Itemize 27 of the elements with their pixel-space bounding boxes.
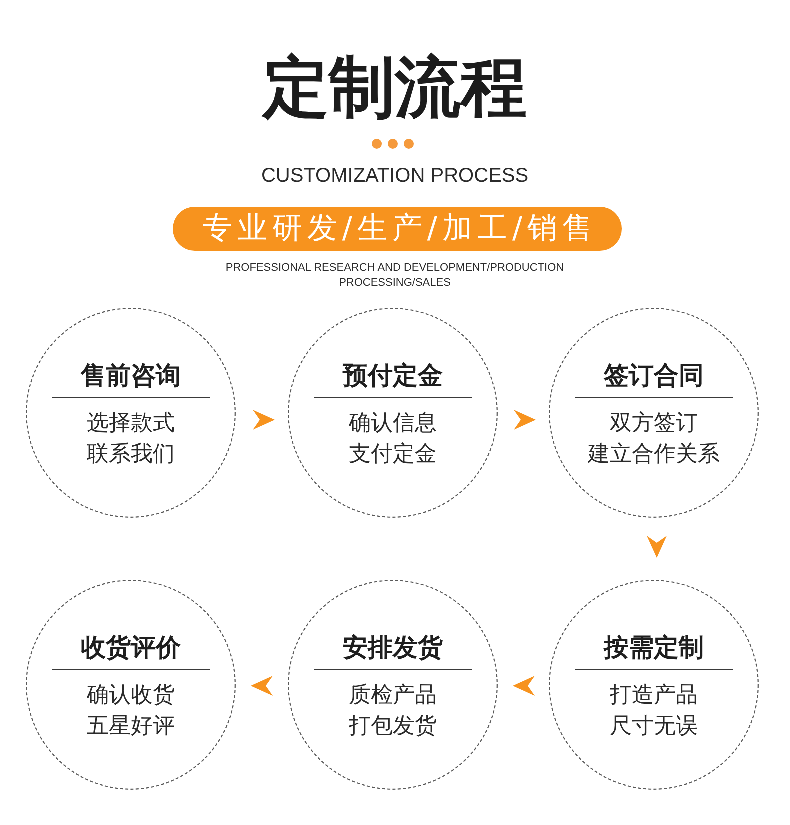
step-detail: 联系我们 — [87, 443, 175, 466]
step-heading: 售前咨询 — [81, 363, 181, 389]
step-heading: 按需定制 — [604, 635, 704, 661]
step-detail: 确认收货 — [87, 684, 175, 707]
step-detail: 打造产品 — [610, 684, 698, 707]
step-detail: 双方签订 — [610, 412, 698, 435]
step-detail: 质检产品 — [349, 684, 437, 707]
arrow — [513, 676, 535, 696]
banner: 专业研发/生产/加工/销售 — [173, 207, 622, 251]
arrow — [647, 536, 667, 558]
step-detail: 尺寸无误 — [610, 715, 698, 738]
arrow — [514, 410, 536, 430]
step-detail: 确认信息 — [349, 412, 437, 435]
step-heading: 签订合同 — [604, 363, 704, 389]
step-heading: 安排发货 — [343, 635, 443, 661]
step-detail: 选择款式 — [87, 412, 175, 435]
step-detail: 五星好评 — [87, 715, 175, 738]
arrow — [253, 410, 275, 430]
title: 定制流程 — [263, 55, 527, 121]
step-detail: 支付定金 — [349, 443, 437, 466]
step-heading: 收货评价 — [81, 635, 181, 661]
arrow — [251, 676, 273, 696]
caption-text: PROFESSIONAL RESEARCH AND DEVELOPMENT/PRODUCTION PROCESSING/SALES — [224, 261, 566, 291]
step-heading: 预付定金 — [343, 363, 443, 389]
subtitle: CUSTOMIZATION PROCESS — [261, 166, 529, 186]
step-detail: 打包发货 — [349, 715, 437, 738]
step-detail: 建立合作关系 — [588, 443, 720, 466]
